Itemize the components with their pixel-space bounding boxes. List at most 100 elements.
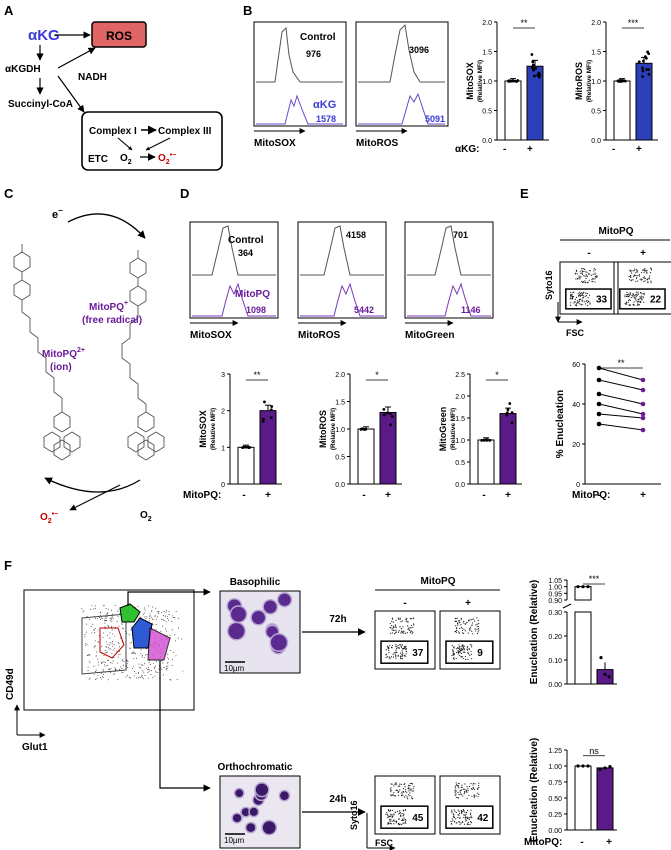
event-dot <box>589 302 591 304</box>
event-dot <box>112 618 114 620</box>
event-dot <box>93 628 95 630</box>
panel-letter-a: A <box>4 3 14 18</box>
series-line <box>598 379 644 391</box>
y-tick-label: 2 <box>221 409 225 416</box>
event-dot <box>97 641 99 643</box>
event-dot <box>138 663 140 665</box>
event-dot <box>468 818 470 821</box>
event-dot <box>171 620 173 622</box>
event-dot <box>94 645 96 647</box>
sig-label: * <box>375 370 379 380</box>
event-dot <box>385 656 387 659</box>
event-dot <box>404 809 406 811</box>
event-dot <box>582 294 584 297</box>
event-dot <box>114 668 116 670</box>
event-dot <box>118 653 120 655</box>
y-tick-label: 2.0 <box>591 20 601 27</box>
event-dot <box>410 782 412 785</box>
event-dot <box>469 654 471 656</box>
event-dot <box>639 278 641 280</box>
event-dot <box>407 798 409 800</box>
event-dot <box>393 814 395 816</box>
event-dot <box>412 787 414 789</box>
panel-letter-c: C <box>4 186 14 201</box>
event-dot <box>175 611 177 613</box>
event-dot <box>105 607 107 609</box>
event-dot <box>644 277 646 280</box>
event-dot <box>400 621 402 623</box>
event-dot <box>576 273 578 275</box>
event-dot <box>165 611 167 613</box>
data-point <box>382 407 386 411</box>
event-dot <box>158 613 160 615</box>
event-dot <box>632 293 635 296</box>
y-tick-label: 1.5 <box>335 400 345 407</box>
event-dot <box>641 278 643 280</box>
event-dot <box>636 269 638 272</box>
y-axis-label-sub: (Relative MFI) <box>330 408 337 450</box>
event-dot <box>464 630 466 632</box>
event-dot <box>572 295 574 298</box>
event-dot <box>458 655 461 657</box>
event-dot <box>635 281 637 283</box>
event-dot <box>158 668 160 670</box>
event-dot <box>153 666 155 668</box>
event-dot <box>400 628 403 630</box>
event-dot <box>389 658 391 660</box>
event-dot <box>112 633 114 635</box>
event-dot <box>152 624 154 626</box>
series-line <box>598 403 644 415</box>
event-dot <box>141 674 143 676</box>
data-point <box>534 66 537 70</box>
event-dot <box>452 653 454 655</box>
event-dot <box>408 786 410 788</box>
data-point <box>506 408 510 412</box>
y-tick-label: 0.90 <box>548 598 562 605</box>
event-dot <box>633 295 635 297</box>
data-point <box>505 411 509 415</box>
event-dot <box>393 795 396 797</box>
event-dot <box>628 298 630 301</box>
panel-f: F CD49d Glut1 Basophilic 10µm 72h Orthoc… <box>4 558 617 850</box>
event-dot <box>151 617 153 619</box>
event-dot <box>636 271 638 273</box>
event-dot <box>594 281 596 283</box>
event-dot <box>593 268 595 270</box>
event-dot <box>461 644 463 646</box>
event-dot <box>395 632 397 634</box>
event-dot <box>401 818 404 820</box>
event-dot <box>99 618 101 620</box>
event-dot <box>457 809 459 811</box>
event-dot <box>570 291 572 294</box>
event-dot <box>121 668 123 670</box>
event-dot <box>583 291 585 293</box>
event-dot <box>468 785 471 788</box>
event-dot <box>393 625 395 627</box>
event-dot <box>451 811 453 813</box>
event-dot <box>178 617 180 619</box>
event-dot <box>467 649 469 651</box>
event-dot <box>469 628 471 630</box>
e-plus: + <box>640 248 646 259</box>
ion-label: MitoPQ2+ <box>42 347 85 360</box>
o2-label: O2 <box>140 510 152 523</box>
event-dot <box>107 679 109 681</box>
event-dot <box>94 640 96 642</box>
event-dot <box>160 668 162 670</box>
event-dot <box>398 618 400 620</box>
ion-paren: (ion) <box>50 362 72 373</box>
event-dot <box>470 653 472 655</box>
event-dot <box>584 280 586 282</box>
event-dot <box>401 791 403 793</box>
event-dot <box>650 280 652 282</box>
event-dot <box>454 630 456 633</box>
event-dot <box>455 631 458 633</box>
event-dot <box>454 787 457 789</box>
event-dot <box>630 279 633 281</box>
event-dot <box>110 618 112 620</box>
y-tick-label: 0.20 <box>548 634 562 641</box>
event-dot <box>389 644 391 647</box>
event-dot <box>405 790 407 793</box>
event-dot <box>164 615 166 617</box>
event-dot <box>454 785 457 787</box>
